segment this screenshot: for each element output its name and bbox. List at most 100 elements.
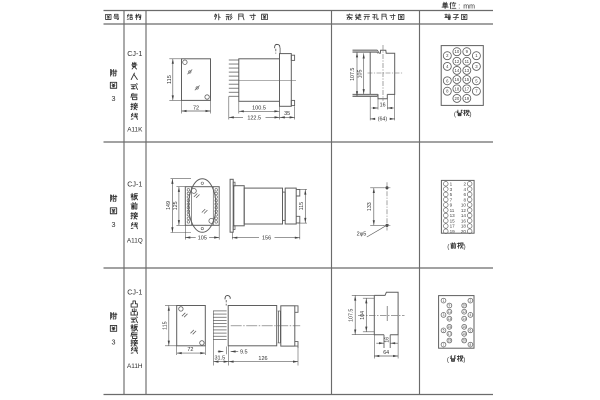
svg-text:3: 3	[112, 94, 116, 103]
svg-text:18: 18	[455, 86, 460, 91]
svg-text:72: 72	[187, 347, 193, 353]
svg-text:13: 13	[450, 213, 456, 218]
svg-text:125: 125	[173, 201, 179, 210]
svg-text:11: 11	[450, 208, 455, 213]
svg-text:115: 115	[167, 75, 173, 84]
svg-text:149: 149	[166, 201, 172, 210]
svg-text:11: 11	[465, 59, 470, 64]
svg-text:A11Q: A11Q	[127, 237, 143, 244]
svg-text:7: 7	[450, 197, 453, 202]
svg-text:8: 8	[463, 197, 466, 202]
svg-text:20: 20	[462, 339, 466, 343]
svg-text:6: 6	[470, 329, 472, 333]
svg-text:115: 115	[162, 321, 168, 329]
svg-text:6: 6	[463, 192, 466, 197]
svg-text:4: 4	[470, 313, 472, 317]
svg-text:15: 15	[448, 325, 452, 329]
svg-text:14: 14	[461, 213, 467, 218]
svg-text:64: 64	[383, 350, 389, 356]
svg-text:16: 16	[380, 102, 386, 108]
svg-text:19: 19	[464, 96, 469, 101]
svg-text:10: 10	[461, 203, 467, 208]
svg-text:107.5: 107.5	[350, 68, 356, 81]
svg-text:17: 17	[450, 224, 456, 229]
svg-text:CJ-1: CJ-1	[127, 180, 142, 189]
svg-text:6: 6	[446, 78, 449, 83]
svg-text:8: 8	[446, 89, 449, 94]
svg-text:3: 3	[450, 187, 453, 192]
svg-text:11: 11	[448, 310, 452, 314]
svg-text:5: 5	[443, 329, 445, 333]
svg-text:133: 133	[367, 202, 373, 211]
svg-text:16: 16	[455, 77, 460, 82]
svg-text:9: 9	[449, 304, 451, 308]
svg-text:8: 8	[470, 343, 472, 347]
svg-text:7: 7	[475, 89, 478, 94]
svg-text:): )	[464, 244, 466, 251]
svg-text:9: 9	[450, 203, 453, 208]
svg-text:mm: mm	[463, 3, 475, 10]
svg-text:(64): (64)	[378, 117, 388, 123]
svg-text:20: 20	[455, 96, 460, 101]
svg-text:105: 105	[357, 70, 363, 79]
svg-text:5: 5	[450, 192, 453, 197]
svg-text:): )	[469, 111, 471, 118]
svg-text:4: 4	[463, 187, 466, 192]
svg-text:13: 13	[464, 68, 469, 73]
svg-text:104: 104	[360, 311, 366, 320]
svg-text:107.5: 107.5	[349, 309, 355, 322]
svg-text:100.5: 100.5	[252, 106, 266, 112]
svg-text:3: 3	[443, 313, 445, 317]
svg-text:1: 1	[443, 299, 445, 303]
svg-text:A11H: A11H	[127, 363, 143, 370]
svg-text:12: 12	[455, 59, 460, 64]
svg-text:115: 115	[299, 202, 305, 210]
svg-text:1: 1	[450, 182, 453, 187]
svg-text:(: (	[454, 111, 457, 118]
svg-text:14: 14	[455, 68, 460, 73]
svg-text:4: 4	[446, 64, 449, 69]
svg-text:15: 15	[464, 77, 469, 82]
svg-text:19: 19	[450, 229, 456, 234]
svg-text:16: 16	[385, 337, 391, 343]
svg-text:): )	[463, 357, 465, 364]
svg-text:(: (	[447, 244, 450, 251]
svg-text:122.5: 122.5	[247, 115, 261, 121]
svg-text:3: 3	[112, 220, 116, 229]
svg-text:3: 3	[112, 338, 116, 347]
svg-text::: :	[458, 3, 460, 10]
svg-text:CJ-1: CJ-1	[127, 288, 142, 297]
svg-text:1: 1	[475, 53, 478, 58]
svg-text:9: 9	[466, 49, 469, 54]
svg-text:2φ5: 2φ5	[357, 231, 367, 237]
svg-text:12: 12	[461, 208, 467, 213]
svg-text:A11K: A11K	[127, 127, 143, 134]
svg-text:2: 2	[446, 53, 449, 58]
svg-text:3: 3	[475, 64, 478, 69]
svg-text:5: 5	[475, 78, 478, 83]
svg-text:10: 10	[455, 49, 460, 54]
svg-text:72: 72	[193, 105, 199, 111]
svg-text:(: (	[447, 357, 450, 364]
svg-text:12: 12	[462, 310, 466, 314]
svg-text:17: 17	[464, 86, 469, 91]
svg-text:2: 2	[470, 299, 472, 303]
svg-text:156: 156	[262, 236, 271, 242]
svg-text:CJ-1: CJ-1	[127, 49, 142, 58]
svg-text:18: 18	[461, 224, 467, 229]
svg-text:9.5: 9.5	[240, 350, 248, 356]
svg-text:16: 16	[461, 218, 467, 223]
svg-text:16: 16	[462, 325, 466, 329]
svg-text:2: 2	[463, 182, 466, 187]
svg-text:126: 126	[258, 356, 267, 362]
svg-text:19: 19	[448, 339, 452, 343]
svg-text:15: 15	[450, 218, 456, 223]
svg-text:7: 7	[443, 343, 445, 347]
svg-text:10: 10	[462, 304, 466, 308]
svg-text:35: 35	[284, 111, 290, 117]
svg-text:13: 13	[448, 317, 452, 321]
svg-text:17: 17	[448, 332, 452, 336]
svg-text:18: 18	[462, 332, 466, 336]
svg-text:31.5: 31.5	[214, 355, 225, 361]
svg-text:14: 14	[462, 317, 466, 321]
